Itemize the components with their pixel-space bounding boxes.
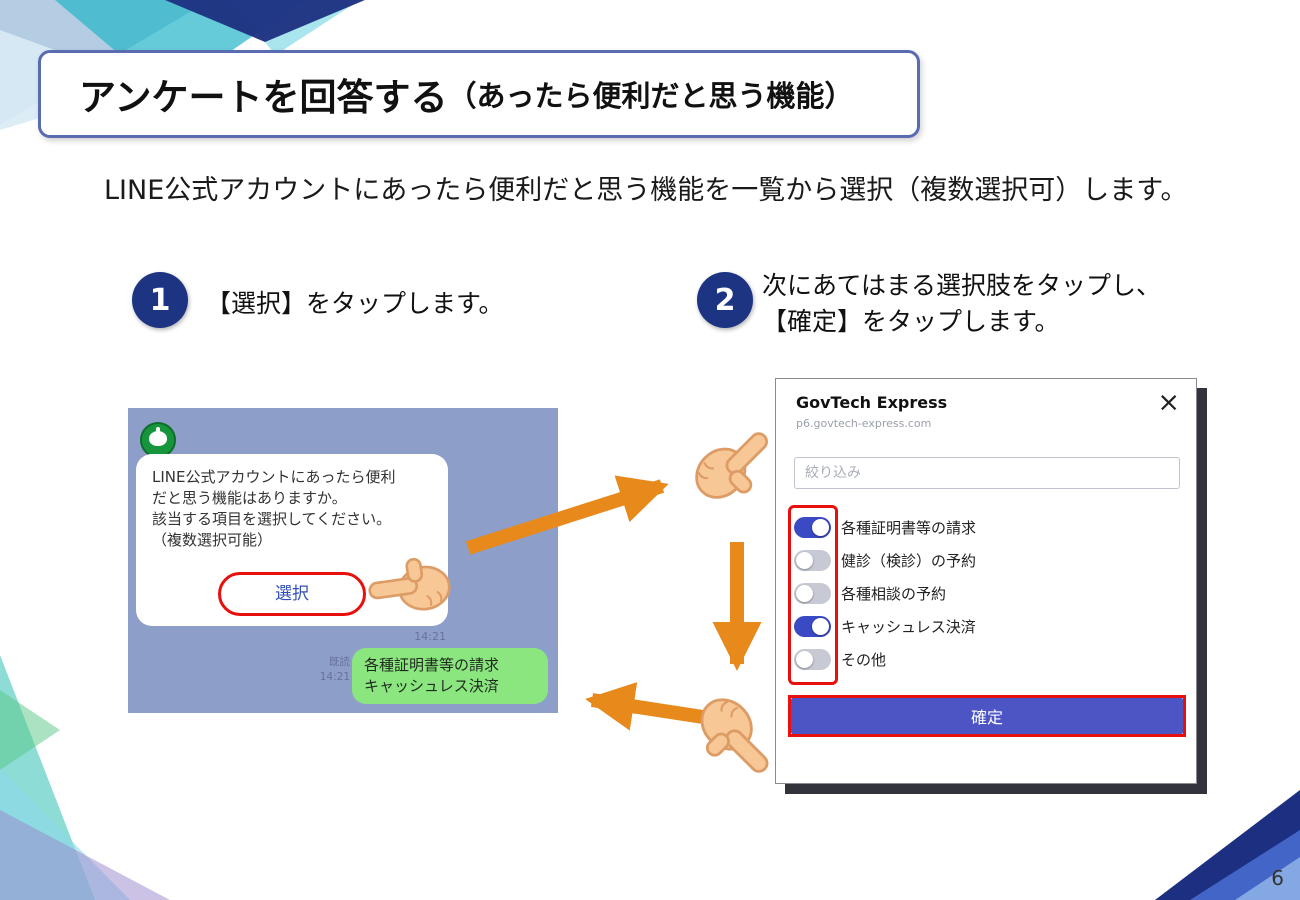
option-label: キャッシュレス決済 — [841, 618, 976, 636]
option-toggle[interactable] — [794, 517, 831, 538]
page-title-sub: （あったら便利だと思う機能） — [447, 79, 854, 113]
chat-message-line: LINE公式アカウントにあったら便利 — [152, 468, 396, 486]
select-button-highlight: 選択 — [218, 572, 366, 616]
reply-bubble: 各種証明書等の請求 キャッシュレス決済 — [352, 648, 548, 704]
read-label: 既読 — [329, 656, 350, 668]
arrow-back-to-chat — [585, 682, 705, 731]
decorative-triangle — [0, 768, 130, 900]
slide-subtitle: LINE公式アカウントにあったら便利だと思う機能を一覧から選択（複数選択可）しま… — [104, 175, 1188, 206]
chat-message-line: 該当する項目を選択してください。 — [152, 510, 392, 528]
step-2-text-line-2: 【確定】をタップします。 — [762, 307, 1060, 336]
dialog-domain: p6.govtech-express.com — [796, 417, 932, 430]
decorative-triangle — [1235, 857, 1300, 900]
confirm-button[interactable]: 確定 — [791, 698, 1183, 734]
step-2-number: 2 — [714, 282, 736, 318]
line-chat-screenshot: LINE公式アカウントにあったら便利 だと思う機能はありますか。 該当する項目を… — [128, 408, 558, 713]
option-toggle[interactable] — [794, 649, 831, 670]
page-title: アンケートを回答する — [79, 76, 448, 119]
option-row[interactable]: 健診（検診）の予約 — [794, 544, 976, 577]
slide-title-box: アンケートを回答する（あったら便利だと思う機能） — [38, 50, 920, 138]
option-row[interactable]: 各種相談の予約 — [794, 577, 976, 610]
option-toggle[interactable] — [794, 550, 831, 571]
decorative-triangle — [0, 655, 95, 900]
govtech-dialog: GovTech Express p6.govtech-express.com ×… — [775, 378, 1197, 784]
reply-line: キャッシュレス決済 — [364, 677, 499, 695]
option-label: 各種相談の予約 — [841, 585, 947, 603]
read-timestamp: 14:21 — [319, 671, 350, 683]
step-2-badge: 2 — [697, 272, 753, 328]
step-1-text: 【選択】をタップします。 — [206, 289, 504, 318]
pointing-hand-icon — [676, 407, 788, 519]
chat-message-line: だと思う機能はありますか。 — [152, 489, 347, 507]
line-account-avatar-icon — [140, 422, 176, 458]
option-label: 各種証明書等の請求 — [841, 519, 977, 537]
decorative-triangle — [230, 0, 360, 55]
close-icon[interactable]: × — [1157, 387, 1180, 418]
option-row[interactable]: 各種証明書等の請求 — [794, 511, 976, 544]
message-timestamp: 14:21 — [414, 630, 446, 643]
page-number: 6 — [1271, 866, 1284, 890]
option-row[interactable]: キャッシュレス決済 — [794, 610, 976, 643]
filter-input[interactable] — [794, 457, 1180, 489]
toggles-highlight — [788, 505, 838, 685]
step-2-text: 次にあてはまる選択肢をタップし、 【確定】をタップします。 — [762, 268, 1161, 340]
dialog-title: GovTech Express — [796, 393, 948, 412]
decorative-triangle — [0, 810, 170, 900]
chat-message-bubble: LINE公式アカウントにあったら便利 だと思う機能はありますか。 該当する項目を… — [136, 454, 448, 626]
step-1-badge: 1 — [132, 272, 188, 328]
option-toggle[interactable] — [794, 583, 831, 604]
option-label: その他 — [841, 651, 887, 669]
step-1-number: 1 — [149, 282, 171, 318]
option-label: 健診（検診）の予約 — [841, 552, 977, 570]
option-row[interactable]: その他 — [794, 643, 976, 676]
chat-message-line: （複数選択可能） — [152, 531, 273, 549]
mascot-icon — [149, 427, 167, 446]
decorative-triangle — [165, 0, 365, 42]
select-button[interactable]: 選択 — [275, 583, 309, 604]
decorative-triangle — [0, 690, 60, 770]
option-list: 各種証明書等の請求 健診（検診）の予約 各種相談の予約 キャッシュレス決済 その… — [794, 511, 976, 676]
read-status: 既読 14:21 — [306, 655, 350, 685]
reply-line: 各種証明書等の請求 — [364, 656, 500, 674]
step-2-text-line-1: 次にあてはまる選択肢をタップし、 — [762, 271, 1162, 300]
option-toggle[interactable] — [794, 616, 831, 637]
confirm-button-highlight: 確定 — [788, 695, 1186, 737]
